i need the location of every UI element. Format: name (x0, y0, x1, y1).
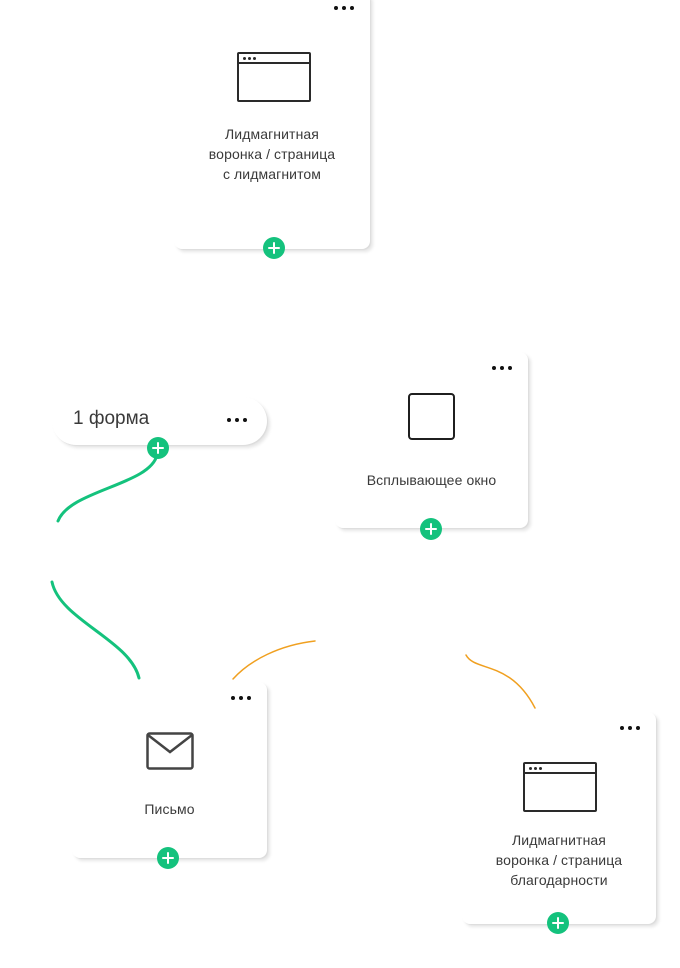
add-step-button[interactable] (147, 437, 169, 459)
node-title: 1 форма (73, 408, 150, 429)
more-options-icon[interactable] (492, 362, 512, 374)
envelope-icon (146, 732, 194, 770)
more-options-icon[interactable] (620, 722, 640, 734)
browser-window-icon (237, 52, 311, 102)
more-options-icon[interactable] (334, 2, 354, 14)
node-title: Лидмагнитная воронка / страница благодар… (495, 832, 623, 888)
node-title: Письмо (144, 801, 195, 817)
connector-form-to-letter-upper[interactable] (56, 453, 159, 523)
connector-letter-to-thanks-left[interactable] (232, 640, 316, 680)
node-letter[interactable]: Письмо (72, 682, 267, 869)
node-thanks-page[interactable]: Лидмагнитная воронка / страница благодар… (462, 712, 656, 934)
browser-window-icon (523, 762, 597, 812)
connector-letter-to-thanks-right[interactable] (465, 654, 536, 709)
connector-form-to-letter-lower[interactable] (50, 580, 141, 680)
node-title: Лидмагнитная воронка / страница с лидмаг… (208, 126, 336, 182)
add-step-button[interactable] (263, 237, 285, 259)
add-step-button[interactable] (157, 847, 179, 869)
add-step-button[interactable] (420, 518, 442, 540)
more-options-icon[interactable] (227, 414, 247, 426)
node-leadmagnet-page[interactable]: Лидмагнитная воронка / страница с лидмаг… (174, 0, 370, 259)
popup-window-icon (408, 393, 455, 440)
more-options-icon[interactable] (231, 692, 251, 704)
node-title: Всплывающее окно (366, 472, 497, 488)
node-form[interactable]: 1 форма (52, 397, 267, 459)
node-popup[interactable]: Всплывающее окно (335, 352, 528, 540)
add-step-button[interactable] (547, 912, 569, 934)
